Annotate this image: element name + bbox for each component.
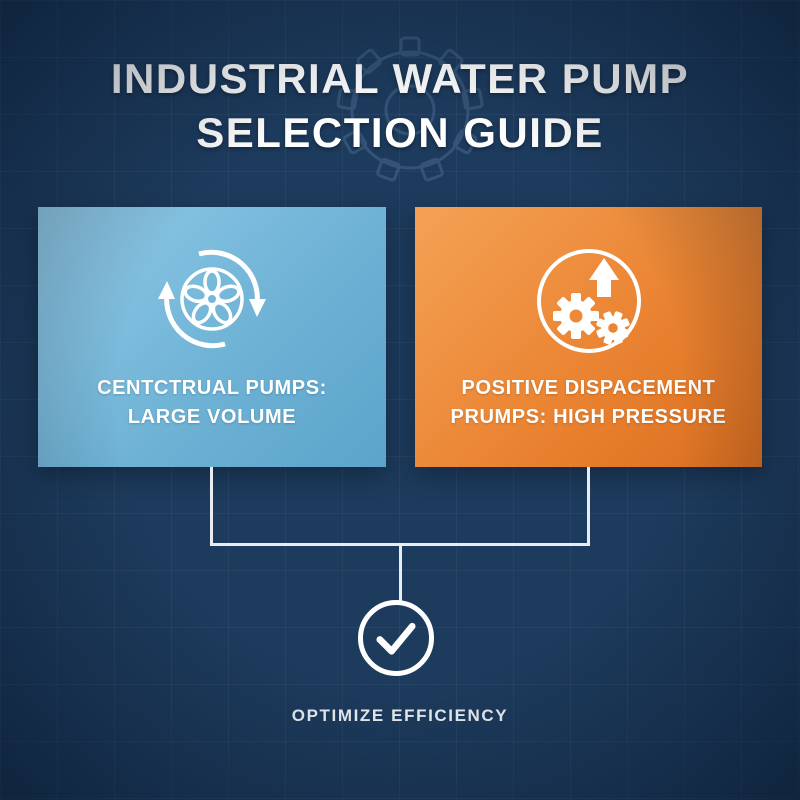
impeller-rotation-icon bbox=[158, 249, 266, 349]
title-line-1: INDUSTRIAL WATER PUMP bbox=[110, 55, 690, 102]
title-line-2: SELECTION GUIDE bbox=[196, 108, 604, 156]
checkmark-icon bbox=[376, 622, 416, 655]
checkmark-circle-icon bbox=[358, 600, 434, 676]
connector-line-left bbox=[210, 467, 213, 545]
card-positive-displacement-pumps: POSITIVE DISPACEMENT PRUMPS: HIGH PRESSU… bbox=[415, 207, 762, 467]
card-label-line-2: PRUMPS: HIGH PRESSURE bbox=[450, 406, 727, 428]
connector-line-center bbox=[399, 543, 402, 602]
footer-caption: OPTIMIZE EFFICIENCY bbox=[291, 706, 509, 725]
card-label-line-1: POSITIVE DISPACEMENT bbox=[461, 377, 716, 399]
card-label-line-1: CENTCTRUAL PUMPS: bbox=[97, 377, 327, 399]
card-label-centrifugal: CENTCTRUAL PUMPS: LARGE VOLUME bbox=[97, 374, 327, 432]
card-label-positive-displacement: POSITIVE DISPACEMENT PRUMPS: HIGH PRESSU… bbox=[451, 374, 727, 432]
connector-line-right bbox=[587, 467, 590, 545]
gears-up-arrow-icon bbox=[536, 249, 641, 353]
page-title: INDUSTRIAL WATER PUMP SELECTION GUIDE bbox=[0, 52, 800, 160]
card-label-line-2: LARGE VOLUME bbox=[127, 406, 297, 428]
card-centrifugal-pumps: CENTCTRUAL PUMPS: LARGE VOLUME bbox=[38, 207, 386, 467]
